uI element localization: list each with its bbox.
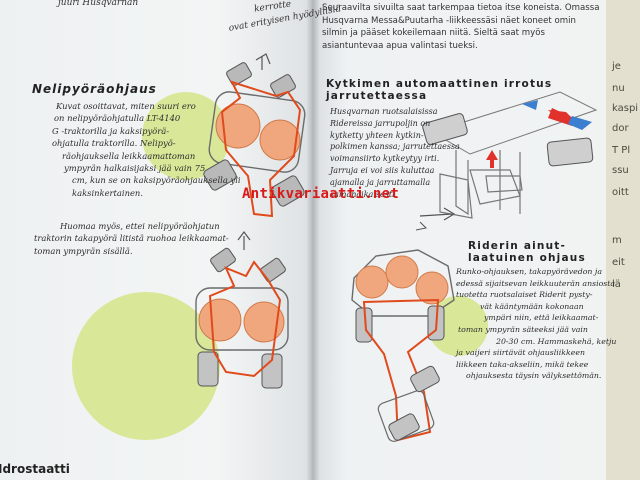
text-line: kytketty yhteen kytkin- — [330, 130, 424, 140]
text-line: voimansiirto kytkeytyy irti. — [330, 154, 440, 164]
background-text: eit — [612, 257, 625, 268]
background-text: T Pl — [612, 145, 631, 156]
text-line: vät kääntymään kokonaan — [480, 301, 584, 311]
rider-mower-steering — [351, 207, 456, 442]
text-line: räohjauksella leikkaamattoman — [62, 150, 196, 161]
watermark: Antikvariaatti.net — [242, 186, 400, 202]
section-heading-clutch: Kytkimen automaattinen irrotus jarrutett… — [326, 78, 552, 102]
text-line: cm, kun se on kaksipyöräohjauksella yli — [72, 175, 241, 186]
text-line: ja vaijeri siirtävät ohjausliikkeen — [456, 348, 585, 358]
background-text: dor — [612, 123, 629, 134]
paragraph-clutch: Husqvarnan ruotsalaisissa Ridereissa jar… — [330, 106, 470, 200]
text-line: ympyrän halkaisijaksi jää vain 75 — [64, 163, 206, 174]
background-text: m — [612, 235, 622, 246]
text-line: samanaikaisesti. — [330, 189, 398, 199]
text-line: asiantuntevaa apua valintasi tueksi. — [322, 40, 478, 51]
paragraph-back-wheel: Huomaa myös, ettei nelipyöräohjatun trak… — [34, 220, 234, 257]
cut-off-heading: Idrostaatti — [0, 462, 70, 476]
text-line: Runko-ohjauksen, takapyörävedon ja — [456, 267, 602, 276]
text-line: tuotetta ruotsalaiset Riderit pysty- — [456, 290, 593, 300]
intro-paragraph: Seuraavilta sivuilta saat tarkempaa tiet… — [322, 2, 604, 52]
page-fold — [306, 0, 320, 480]
text-line: traktorin takapyörä litistä ruohoa leikk… — [34, 233, 229, 244]
background-text: je — [612, 61, 621, 72]
text-line: Huomaa myös, ettei nelipyöräohjatun — [60, 221, 220, 231]
background-text: ssu — [612, 165, 629, 176]
text-line: Jarruja ei voi siis kuluttaa — [330, 165, 435, 175]
text-line: G -traktorilla ja kaksipyörä- — [52, 125, 170, 136]
text-line: Husqvarna Messa&Puutarha -liikkeessäsi n… — [322, 15, 576, 26]
heading-line: laatuinen ohjaus — [468, 252, 586, 264]
text-line: on nelipyöräohjatulla LT-4140 — [54, 113, 181, 124]
cut-off-text: juuri Husqvarnan — [58, 0, 139, 8]
heading-line: Kytkimen automaattinen irrotus — [326, 78, 553, 90]
text-line: polkimen kanssa; jarrutettaessa — [330, 142, 460, 152]
turning-circle-two-wheel — [72, 292, 220, 440]
text-line: edessä sijaitsevan leikkuuterän ansiosta — [456, 278, 616, 288]
text-line: ympäri niin, että leikkaamat- — [484, 313, 599, 323]
text-line: toman ympyrän säteeksi jää vain — [458, 324, 588, 334]
background-text: nu — [612, 83, 625, 94]
turning-circle-four-wheel — [142, 92, 230, 180]
text-line: ajamalla ja jarruttamalla — [330, 177, 431, 187]
paragraph-rider: Runko-ohjauksen, takapyörävedon ja edess… — [456, 266, 617, 382]
text-line: Kuvat osoittavat, miten suuri ero — [56, 101, 196, 111]
tractor-two-wheel-steering — [195, 231, 289, 389]
section-heading-four-wheel: Nelipyöräohjaus — [32, 82, 157, 96]
text-line: 20-30 cm. Hammaskehä, ketju — [496, 336, 617, 346]
text-line: Ridereissa jarrupoljin on — [330, 118, 431, 128]
text-line: liikkeen taka-akseliin, mikä tekee — [456, 359, 589, 369]
tractor-four-wheel-steering — [203, 53, 306, 218]
section-heading-rider: Riderin ainut- laatuinen ohjaus — [468, 240, 586, 264]
paragraph-four-wheel: Kuvat osoittavat, miten suuri ero on nel… — [34, 100, 241, 199]
text-line: ohjatulla traktorilla. Nelipyö- — [52, 138, 176, 149]
text-line: ohjauksesta täysin välyksettömän. — [466, 371, 602, 381]
heading-line: Riderin ainut- — [468, 240, 567, 252]
background-text: kaspi — [612, 103, 639, 114]
background-text: oitt — [612, 187, 629, 198]
text-line: Seuraavilta sivuilta saat tarkempaa tiet… — [322, 3, 600, 13]
right-page — [312, 0, 608, 480]
background-text: lä — [612, 279, 621, 290]
heading-line: jarrutettaessa — [326, 90, 428, 102]
background-brochure-page — [606, 0, 640, 480]
text-line: kaksinkertainen. — [72, 187, 143, 198]
text-line: toman ympyrän sisällä. — [34, 245, 133, 256]
text-line: silmin ja pääset kokeilemaan niitä. Siel… — [322, 28, 545, 39]
text-line: Husqvarnan ruotsalaisissa — [330, 107, 438, 116]
clutch-brake-linkage — [422, 91, 598, 219]
